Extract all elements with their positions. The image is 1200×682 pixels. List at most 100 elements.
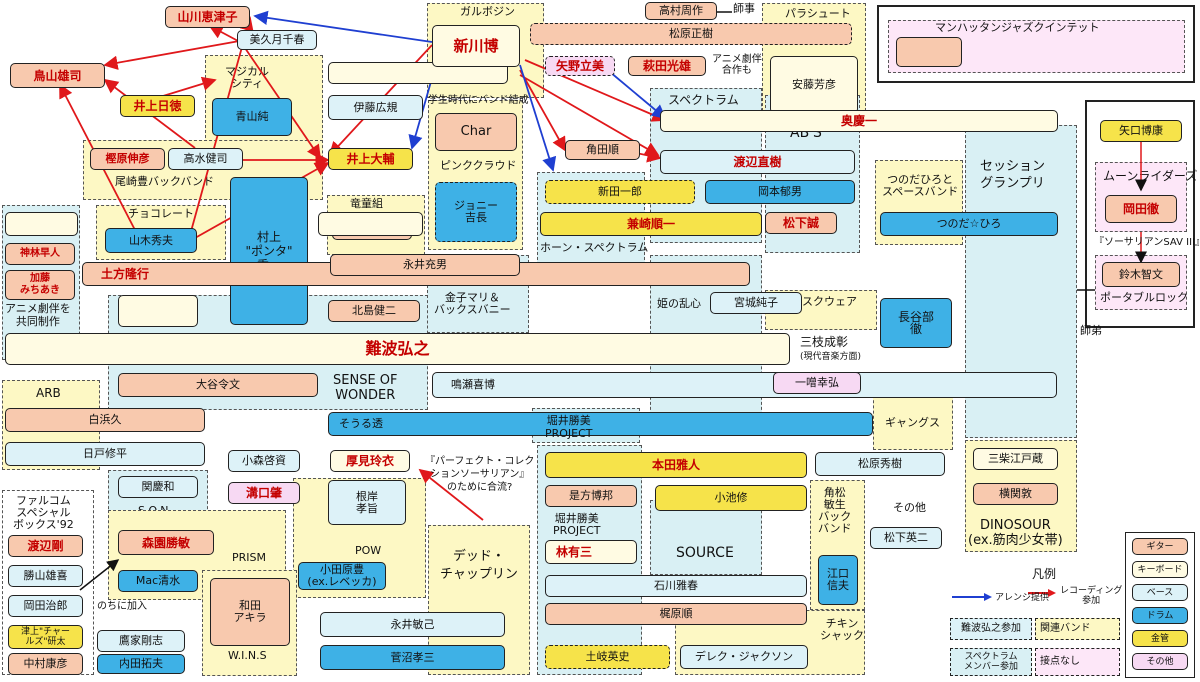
node-honda[interactable]: 本田雅人: [545, 452, 807, 478]
node-manhattan-david[interactable]: [896, 37, 962, 67]
node-shirahama[interactable]: 白浜久: [5, 408, 205, 432]
node-okada[interactable]: 岡田徹: [1105, 195, 1177, 223]
node-left-key[interactable]: [5, 212, 78, 236]
node-atsumi[interactable]: 厚見玲衣: [330, 450, 410, 472]
node-toki[interactable]: 土岐英史: [545, 645, 670, 669]
node-sanshiba[interactable]: 三柴江戸蔵: [973, 448, 1058, 470]
node-mizoguchi[interactable]: 溝口肇: [228, 482, 300, 504]
node-rin[interactable]: 林有三: [545, 540, 637, 564]
note-anime-kyodo: アニメ劇伴を 共同制作: [5, 302, 71, 328]
node-watanabe-t[interactable]: 渡辺剛: [8, 535, 83, 557]
legend-recording: レコーディング 参加: [1060, 586, 1123, 606]
node-yamaki[interactable]: 山木秀夫: [105, 228, 197, 253]
legend-other: その他: [1132, 653, 1188, 670]
node-koike[interactable]: 小池修: [655, 485, 807, 511]
group-himeno-label: 姫の乱心: [657, 297, 701, 310]
group-dinosour-label: DINOSOUR (ex.筋肉少女帯): [968, 518, 1063, 548]
node-suzuki[interactable]: 鈴木智文: [1102, 262, 1180, 287]
node-inoue-d[interactable]: 井上大輔: [328, 148, 413, 170]
node-okada-j[interactable]: 岡田治郎: [8, 595, 83, 617]
node-kanezaki[interactable]: 兼崎順一: [540, 212, 762, 236]
group-pinkcloud-label: ピンククラウド: [440, 159, 517, 172]
node-matsushita-e[interactable]: 松下英二: [870, 527, 942, 549]
node-kado[interactable]: 角田順: [565, 140, 640, 160]
node-inoue-h[interactable]: 井上日徳: [120, 95, 195, 117]
group-sense-label: SENSE OF WONDER: [333, 373, 398, 403]
node-ando[interactable]: 安藤芳彦: [770, 56, 858, 114]
node-takamura[interactable]: 高村周作: [645, 2, 717, 20]
node-sekiguchi[interactable]: 関慶和: [118, 476, 198, 498]
node-naruse[interactable]: 鳴瀬喜博: [432, 372, 1057, 398]
note-shitei: 師弟: [1080, 324, 1102, 337]
node-ishikawa[interactable]: 石川雅春: [545, 575, 807, 597]
group-sonota-label: その他: [893, 501, 926, 514]
group-gangs: [873, 395, 953, 450]
group-spectrum-label: スペクトラム: [668, 93, 739, 107]
node-miyagi[interactable]: 宮城純子: [710, 292, 802, 314]
node-komori[interactable]: 小森啓資: [228, 450, 300, 472]
node-ito[interactable]: 伊藤広規: [328, 95, 423, 120]
node-kanezaki-left[interactable]: [318, 212, 423, 236]
node-otani[interactable]: 大谷令文: [118, 373, 318, 397]
node-nakamura[interactable]: 中村康彦: [8, 653, 83, 675]
node-kanbayashi[interactable]: 神林早人: [5, 243, 75, 265]
node-odahara[interactable]: 小田原豊 (ex.レベッカ): [298, 562, 386, 590]
node-koreho[interactable]: 是方博邦: [545, 485, 637, 507]
node-tsugami[interactable]: 津上"チャー ルズ"研太: [8, 625, 83, 649]
node-kitajima[interactable]: 北島健二: [328, 300, 420, 322]
group-falcom-label: ファルコム スペシャル ボックス'92: [13, 494, 74, 531]
node-small-key[interactable]: [118, 295, 198, 327]
node-kato[interactable]: 加藤 みちあき: [5, 270, 75, 300]
node-aoyama[interactable]: 青山純: [212, 98, 292, 136]
node-nagai-m[interactable]: 永井充男: [330, 254, 520, 276]
node-shinkawa[interactable]: 新川博: [432, 25, 520, 67]
node-magical-keys[interactable]: [328, 62, 508, 84]
legend-arrows: [952, 589, 1056, 601]
group-horii-2-label: 堀井勝美 PROJECT: [553, 512, 601, 537]
node-kashihara[interactable]: 樫原伸彦: [90, 148, 165, 170]
node-suganuma[interactable]: 菅沼孝三: [320, 645, 505, 670]
node-yokozeki[interactable]: 横関敦: [973, 483, 1058, 505]
node-wada[interactable]: 和田 アキラ: [210, 578, 290, 646]
group-garubojin-label: ガルボジン: [460, 5, 515, 18]
node-mac[interactable]: Mac清水: [118, 570, 198, 592]
node-tsunoda[interactable]: つのだ☆ひろ: [880, 212, 1058, 236]
node-ichiso[interactable]: 一噌幸弘: [773, 372, 861, 394]
node-okukei[interactable]: 奥慶一: [660, 110, 1058, 132]
node-char[interactable]: Char: [435, 113, 517, 151]
node-morizono[interactable]: 森園勝敏: [118, 530, 214, 555]
node-mikuzuki[interactable]: 美久月千春: [237, 30, 317, 50]
node-hagita[interactable]: 萩田光雄: [628, 56, 706, 76]
node-eguchi[interactable]: 江口 信夫: [818, 555, 858, 605]
node-negishi[interactable]: 根岸 孝旨: [328, 480, 406, 525]
node-murakami[interactable]: 村上 "ポンタ" 秀一: [230, 177, 308, 325]
group-wins-label: W.I.N.S: [228, 649, 267, 662]
legend-bass: ベース: [1132, 584, 1188, 601]
node-nagai-t[interactable]: 永井敏己: [320, 612, 505, 637]
node-okamoto[interactable]: 岡本郁男: [705, 180, 855, 204]
node-watanabe-n[interactable]: 渡辺直樹: [660, 150, 855, 174]
node-uchida[interactable]: 内田拓夫: [97, 654, 185, 674]
node-matsubara-m[interactable]: 松原正樹: [530, 23, 852, 45]
node-hinohe[interactable]: 日戸修平: [5, 442, 205, 466]
node-matsushita-m[interactable]: 松下誠: [765, 212, 837, 234]
node-yaguchi[interactable]: 矢口博康: [1100, 120, 1182, 142]
node-derek[interactable]: デレク・ジャクソン: [680, 645, 808, 669]
group-oseki-label: 尾崎豊バックバンド: [115, 175, 214, 188]
group-parachute-label: パラシュート: [785, 7, 851, 20]
node-yano[interactable]: 矢野立美: [545, 56, 615, 76]
node-katsuyama[interactable]: 勝山雄喜: [8, 565, 83, 587]
node-torayama[interactable]: 鳥山雄司: [10, 63, 105, 88]
node-yamakawa[interactable]: 山川恵津子: [165, 6, 250, 28]
group-horn-label: ホーン・スペクトラム: [540, 241, 649, 254]
legend-no-contact: 接点なし: [1035, 648, 1120, 676]
node-souru[interactable]: そうる透: [328, 412, 873, 436]
node-kajiwara[interactable]: 梶原順: [545, 603, 807, 625]
node-takaie[interactable]: 鷹家剛志: [97, 630, 185, 652]
node-nanba[interactable]: 難波弘之: [5, 333, 790, 365]
node-takamizu[interactable]: 高水健司: [168, 148, 243, 170]
node-johnny[interactable]: ジョニー 吉長: [435, 182, 517, 242]
node-matsubara-h[interactable]: 松原秀樹: [815, 452, 945, 476]
node-nitta[interactable]: 新田一郎: [545, 180, 695, 204]
node-hasebe[interactable]: 長谷部 徹: [880, 298, 952, 348]
